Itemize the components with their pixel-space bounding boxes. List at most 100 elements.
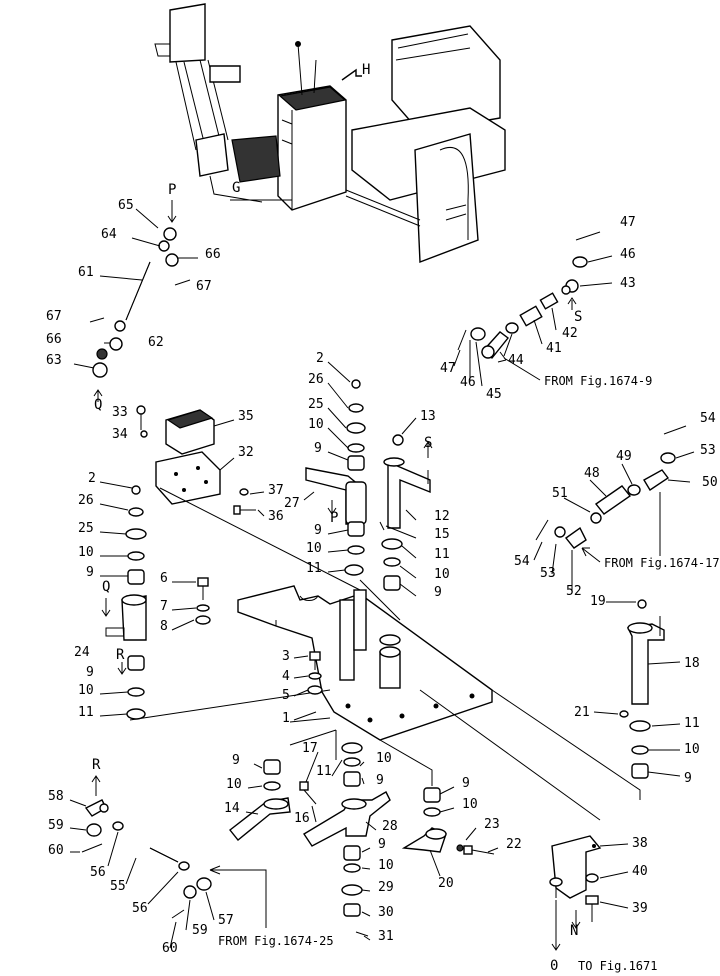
connection-letter-H1: H xyxy=(362,62,370,78)
part-label-l10i: 10 xyxy=(462,797,478,812)
part-label-l40: 40 xyxy=(632,864,648,879)
part-label-l9i: 9 xyxy=(462,776,470,791)
part-label-l9c: 9 xyxy=(314,441,322,456)
part-label-l58: 58 xyxy=(48,789,64,804)
part-label-l9a: 9 xyxy=(86,565,94,580)
figure-ref-to-1671: TO Fig.1671 xyxy=(578,959,657,973)
part-label-l11b: 11 xyxy=(306,561,322,576)
part-label-l31: 31 xyxy=(378,929,394,944)
part-label-l59b: 59 xyxy=(192,923,208,938)
part-label-l22: 22 xyxy=(506,837,522,852)
part-label-l36: 36 xyxy=(268,509,284,524)
part-label-l41: 41 xyxy=(546,341,562,356)
part-label-l65: 65 xyxy=(118,198,134,213)
part-label-l42: 42 xyxy=(562,326,578,341)
part-label-l10a: 10 xyxy=(78,545,94,560)
bolt-3-4-5 xyxy=(293,651,323,721)
part-label-l62: 62 xyxy=(148,335,164,350)
part-label-l9d: 9 xyxy=(314,523,322,538)
part-label-l9h: 9 xyxy=(376,773,384,788)
part-label-l23: 23 xyxy=(484,817,500,832)
upper-rod-assembly xyxy=(73,200,198,402)
part-label-l56b: 56 xyxy=(132,901,148,916)
part-label-l16: 16 xyxy=(294,811,310,826)
part-label-l10d: 10 xyxy=(306,541,322,556)
part-label-l64: 64 xyxy=(101,227,117,242)
part-label-l27: 27 xyxy=(284,496,300,511)
part-label-l25b: 25 xyxy=(308,397,324,412)
part-label-l10g: 10 xyxy=(226,777,242,792)
part-label-l15: 15 xyxy=(434,527,450,542)
lower-lever-assembly xyxy=(229,729,499,941)
part-label-l10b: 10 xyxy=(78,683,94,698)
part-label-l9f: 9 xyxy=(684,771,692,786)
part-label-l45: 45 xyxy=(486,387,502,402)
part-label-l38: 38 xyxy=(632,836,648,851)
part-label-l11e: 11 xyxy=(316,764,332,779)
part-label-l26a: 26 xyxy=(78,493,94,508)
part-label-l35: 35 xyxy=(238,409,254,424)
part-label-l29: 29 xyxy=(378,880,394,895)
center-bushing-stack xyxy=(303,361,367,576)
connection-letter-P1: P xyxy=(168,182,176,198)
part-label-l47a: 47 xyxy=(620,215,636,230)
part-label-l39: 39 xyxy=(632,901,648,916)
part-label-l46b: 46 xyxy=(460,375,476,390)
part-label-l1: 1 xyxy=(282,711,290,726)
part-label-l53b: 53 xyxy=(540,566,556,581)
part-label-l60a: 60 xyxy=(48,843,64,858)
part-label-l11c: 11 xyxy=(434,547,450,562)
part-label-l10f: 10 xyxy=(684,742,700,757)
part-label-l4: 4 xyxy=(282,669,290,684)
part-label-l28: 28 xyxy=(382,819,398,834)
part-label-l21: 21 xyxy=(574,705,590,720)
part-label-l54a: 54 xyxy=(700,411,716,426)
part-label-l47b: 47 xyxy=(440,361,456,376)
rod-end-assembly-lower-right xyxy=(533,425,695,590)
figure-ref-from-1674-9: FROM Fig.1674-9 xyxy=(544,374,652,388)
part-label-l33: 33 xyxy=(112,405,128,420)
figure-ref-from-1674-25: FROM Fig.1674-25 xyxy=(218,934,334,948)
shaft-18-stack xyxy=(593,599,681,779)
part-label-l2b: 2 xyxy=(316,351,324,366)
bracket-38-assembly xyxy=(549,835,629,951)
part-label-l18: 18 xyxy=(684,656,700,671)
part-label-l32: 32 xyxy=(238,445,254,460)
rod-end-assembly-right xyxy=(453,231,613,387)
part-label-l43: 43 xyxy=(620,276,636,291)
part-label-l66b: 66 xyxy=(46,332,62,347)
left-bushing-stack xyxy=(99,481,147,720)
main-base-plate xyxy=(129,487,641,821)
part-label-l10e: 10 xyxy=(434,567,450,582)
part-label-l63: 63 xyxy=(46,353,62,368)
connection-letter-S1: S xyxy=(574,309,582,325)
connection-letter-N1: N xyxy=(570,923,578,939)
part-label-l8: 8 xyxy=(160,619,168,634)
part-label-l20: 20 xyxy=(438,876,454,891)
part-label-l12: 12 xyxy=(434,509,450,524)
part-label-l11a: 11 xyxy=(78,705,94,720)
part-label-l13: 13 xyxy=(420,409,436,424)
part-label-l66a: 66 xyxy=(205,247,221,262)
part-label-l48: 48 xyxy=(584,466,600,481)
part-label-l59a: 59 xyxy=(48,818,64,833)
part-label-l19: 19 xyxy=(590,594,606,609)
part-label-l25a: 25 xyxy=(78,521,94,536)
seat-and-console-illustration: G xyxy=(154,3,506,263)
part-label-l55: 55 xyxy=(110,879,126,894)
connection-letter-R2: R xyxy=(92,757,101,773)
part-label-l61: 61 xyxy=(78,265,94,280)
part-label-l3: 3 xyxy=(282,649,290,664)
connection-letter-Q1: Q xyxy=(94,397,102,413)
part-label-l9e: 9 xyxy=(434,585,442,600)
connection-letter-Q2: Q xyxy=(102,579,110,595)
part-label-l30: 30 xyxy=(378,905,394,920)
part-label-l49: 49 xyxy=(616,449,632,464)
figure-ref-from-1674-17: FROM Fig.1674-17 xyxy=(604,556,720,570)
letter-G: G xyxy=(232,180,240,196)
part-label-l17: 17 xyxy=(302,741,318,756)
